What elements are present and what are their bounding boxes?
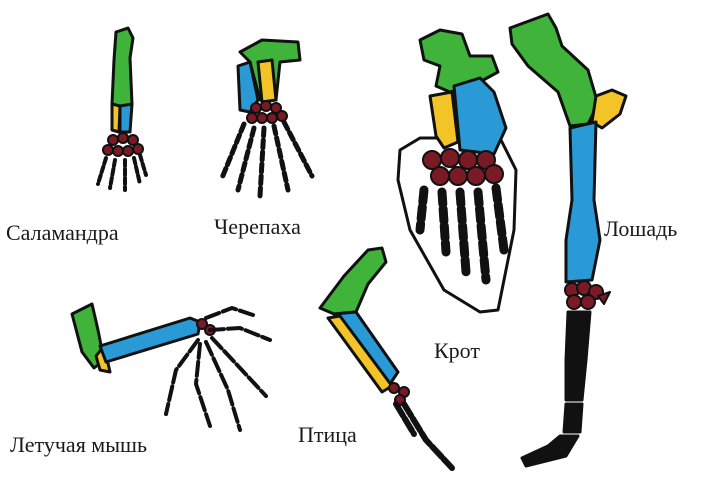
turtle-carpals [247, 101, 287, 123]
turtle-digits [222, 122, 312, 196]
label-turtle: Черепаха [214, 216, 301, 238]
salamander-humerus [112, 28, 133, 108]
turtle-radius [258, 60, 276, 102]
bird-carpals [389, 383, 409, 405]
turtle-limb [222, 40, 312, 196]
label-bird: Птица [298, 424, 357, 446]
bird-digits [396, 404, 452, 468]
label-horse: Лошадь [604, 218, 677, 240]
mole-carpals [423, 149, 503, 185]
mole-limb [398, 30, 516, 312]
horse-pastern [564, 404, 582, 432]
horse-carpals [565, 281, 610, 309]
mole-ulna [454, 78, 506, 154]
bat-limb [72, 304, 270, 430]
salamander-ulna [120, 104, 132, 132]
bird-humerus [320, 248, 386, 314]
horse-humerus [510, 14, 598, 126]
salamander-digits [98, 155, 146, 190]
label-salamander: Саламандра [6, 222, 119, 244]
horse-ulna [566, 122, 600, 282]
horse-cannon-bone [566, 312, 590, 400]
label-mole: Крот [434, 340, 480, 362]
label-bat: Летучая мышь [10, 434, 147, 456]
salamander-limb [98, 28, 146, 190]
horse-hoof [522, 436, 578, 466]
salamander-carpals [103, 133, 143, 156]
